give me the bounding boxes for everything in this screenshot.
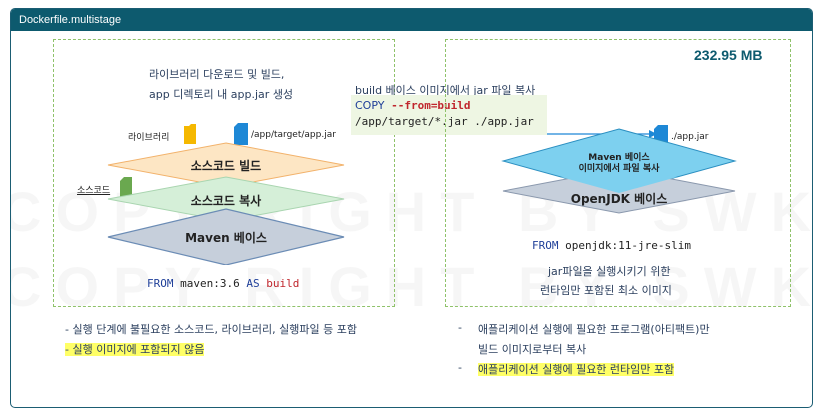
source-file-icon bbox=[119, 177, 133, 203]
layer-copied-files-label-1: Maven 베이스 bbox=[588, 151, 650, 163]
build-from-line: FROM maven:3.6 AS build bbox=[147, 277, 299, 290]
library-label: 라이브러리 bbox=[128, 133, 170, 143]
from-keyword: FROM bbox=[147, 277, 174, 290]
copy-code-args: /app/target/*.jar ./app.jar bbox=[355, 115, 534, 128]
build-layers: 소스코드 빌드 소스코드 복사 Maven 베이스 bbox=[107, 142, 345, 265]
layer-source-build-label: 소스코드 빌드 bbox=[191, 158, 261, 173]
right-note-bullet2: - bbox=[458, 361, 462, 374]
from-image: maven:3.6 bbox=[180, 277, 240, 290]
build-caption-line1: 라이브러리 다운로드 및 빌드, bbox=[149, 68, 285, 81]
window-frame: Dockerfile.multistage COPY RIGHT BY SWK … bbox=[10, 8, 813, 408]
layer-copied-files-label-2: 이미지에서 파일 복사 bbox=[579, 162, 661, 174]
runtime-desc-line2: 런타임만 포함된 최소 이미지 bbox=[540, 284, 672, 297]
jar-path-label: /app/target/app.jar bbox=[251, 130, 336, 140]
right-note-bullet1: - bbox=[458, 321, 462, 334]
build-caption-line2: app 디렉토리 내 app.jar 생성 bbox=[149, 88, 294, 101]
right-note-highlight: 애플리케이션 실행에 필요한 런타임만 포함 bbox=[478, 363, 675, 376]
right-note-line1: 애플리케이션 실행에 필요한 프로그램(아티팩트)만 bbox=[478, 323, 710, 336]
runtime-from-keyword: FROM bbox=[532, 239, 559, 252]
copy-flag: --from=build bbox=[391, 99, 471, 112]
layer-openjdk-base-label: OpenJDK 베이스 bbox=[571, 191, 668, 206]
window-title: Dockerfile.multistage bbox=[11, 9, 812, 31]
layer-maven-base-label: Maven 베이스 bbox=[185, 230, 267, 245]
app-jar-label: ./app.jar bbox=[671, 132, 709, 142]
image-size-badge: 232.95 MB bbox=[694, 47, 763, 63]
runtime-from-line: FROM openjdk:11-jre-slim bbox=[532, 239, 691, 252]
as-keyword: AS bbox=[246, 277, 260, 290]
right-note-line1b: 빌드 이미지로부터 복사 bbox=[478, 343, 587, 356]
right-note-line2: 애플리케이션 실행에 필요한 런타임만 포함 bbox=[478, 361, 675, 377]
build-stage-panel bbox=[53, 39, 395, 307]
runtime-layers: Maven 베이스 이미지에서 파일 복사 OpenJDK 베이스 bbox=[501, 128, 737, 214]
copy-keyword: COPY bbox=[355, 99, 385, 112]
left-note-highlight: - 실행 이미지에 포함되지 않음 bbox=[65, 343, 205, 356]
runtime-stage-panel bbox=[445, 39, 791, 307]
layer-maven-base bbox=[107, 208, 345, 265]
as-name: build bbox=[266, 277, 300, 290]
copy-code-box: COPY --from=build /app/target/*.jar ./ap… bbox=[351, 95, 547, 135]
source-label: 소스코드 bbox=[77, 186, 111, 196]
copy-code-line1: COPY --from=build bbox=[355, 98, 543, 114]
runtime-from-image: openjdk:11-jre-slim bbox=[565, 239, 691, 252]
layer-source-copy-label: 소스코드 복사 bbox=[191, 193, 261, 208]
left-note-line1: - 실행 단계에 불필요한 소스코드, 라이브러리, 실행파일 등 포함 bbox=[65, 323, 357, 336]
jar-file-icon bbox=[233, 123, 249, 149]
left-note-line2: - 실행 이미지에 포함되지 않음 bbox=[65, 341, 205, 357]
runtime-desc-line1: jar파일을 실행시키기 위한 bbox=[548, 265, 671, 278]
library-folder-icon bbox=[183, 123, 197, 149]
